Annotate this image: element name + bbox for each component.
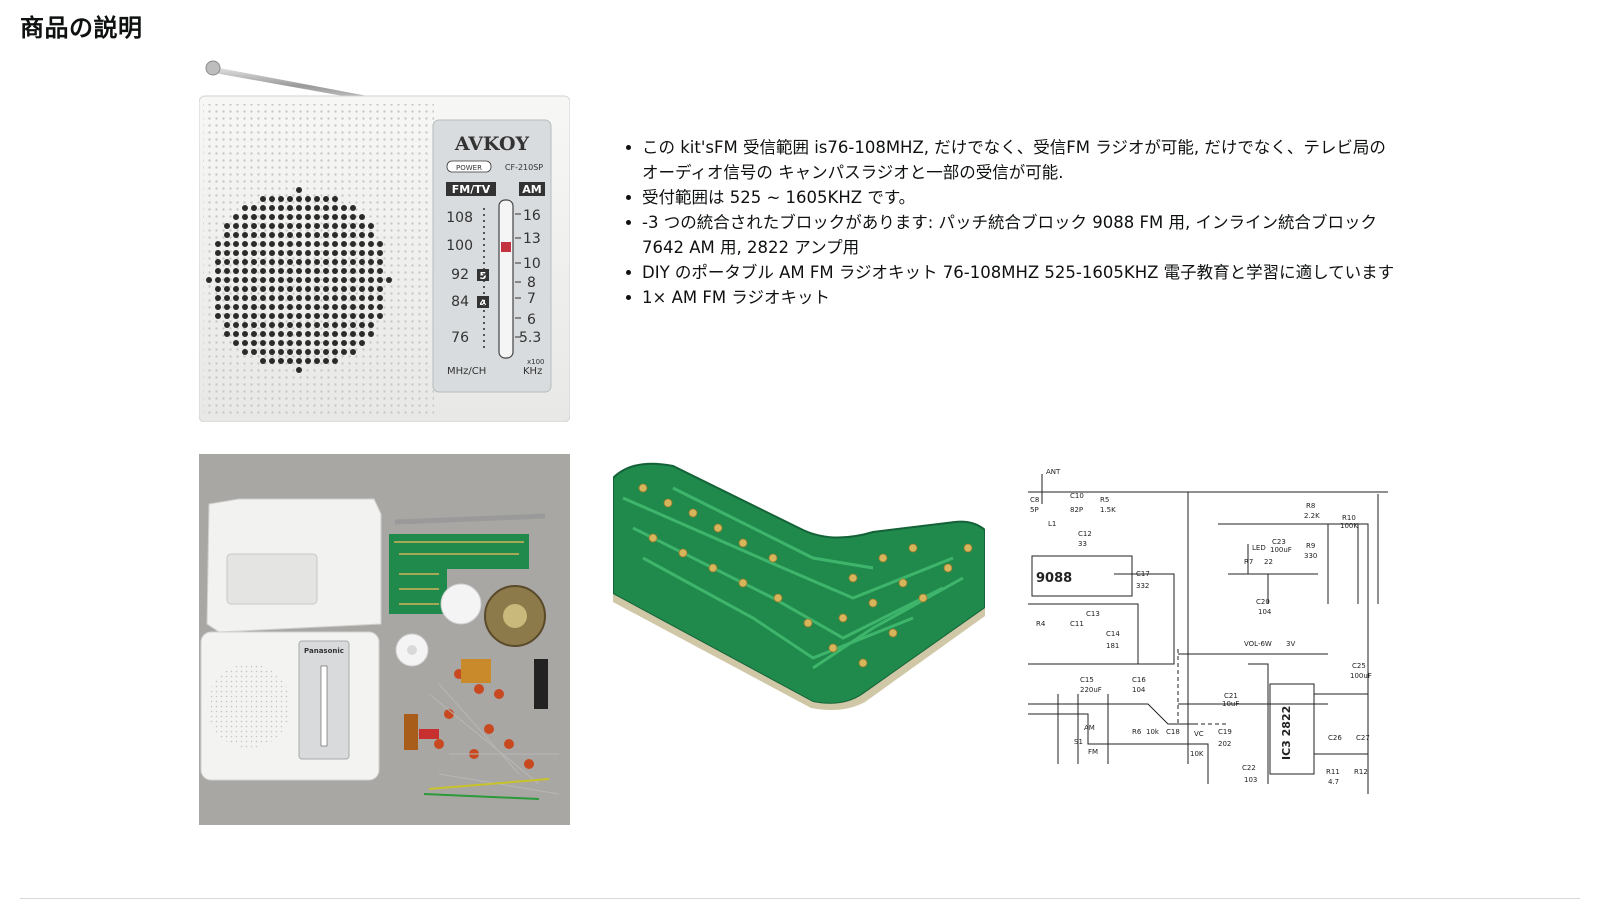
svg-text:22: 22 [1264,558,1273,566]
svg-text:C18: C18 [1166,728,1180,736]
svg-text:L1: L1 [1048,520,1056,528]
svg-text:6: 6 [527,312,536,328]
svg-text:10k: 10k [1146,728,1160,736]
circuit-schematic-image: ANT C8 C10 R5 1.5K 5P 82P L1 C12 33 9088… [1028,464,1400,804]
svg-text:R5: R5 [1100,496,1109,504]
svg-text:KHz: KHz [523,366,542,377]
svg-text:100uF: 100uF [1350,672,1372,680]
svg-text:MHz/CH: MHz/CH [447,366,486,377]
svg-text:C10: C10 [1070,492,1084,500]
svg-text:VC: VC [1194,730,1204,738]
bullet-item: 受付範囲は 525 ~ 1605KHZ です。 [626,185,1402,210]
svg-text:R9: R9 [1306,542,1315,550]
svg-text:104: 104 [1258,608,1272,616]
svg-text:10: 10 [523,256,541,272]
bullet-item: 1× AM FM ラジオキット [626,285,1402,310]
svg-text:104: 104 [1132,686,1146,694]
svg-text:202: 202 [1218,740,1231,748]
svg-text:AM: AM [1084,724,1095,732]
svg-text:R8: R8 [1306,502,1315,510]
svg-text:8: 8 [527,275,536,291]
svg-text:5P: 5P [1030,506,1039,514]
svg-text:C26: C26 [1328,734,1342,742]
svg-text:R10: R10 [1342,514,1356,522]
svg-text:5: 5 [480,271,487,282]
bullet-item: この kit'sFM 受信範囲 is76-108MHZ, だけでなく、受信FM … [626,135,1402,185]
svg-text:13: 13 [523,231,541,247]
svg-text:4.7: 4.7 [1328,778,1339,786]
svg-text:330: 330 [1304,552,1317,560]
svg-text:Panasonic: Panasonic [304,647,344,655]
svg-text:C16: C16 [1132,676,1146,684]
svg-text:S1: S1 [1074,738,1083,746]
svg-text:5.3: 5.3 [519,330,541,346]
svg-text:C23: C23 [1272,538,1286,546]
bullet-item: DIY のポータブル AM FM ラジオキット 76-108MHZ 525-16… [626,260,1402,285]
svg-text:1.5K: 1.5K [1100,506,1116,514]
feature-bullet-list: この kit'sFM 受信範囲 is76-108MHZ, だけでなく、受信FM … [626,135,1402,310]
svg-text:84: 84 [451,294,469,310]
svg-text:C14: C14 [1106,630,1120,638]
svg-text:220uF: 220uF [1080,686,1102,694]
svg-text:92: 92 [451,267,469,283]
svg-text:C17: C17 [1136,570,1150,578]
svg-text:181: 181 [1106,642,1119,650]
section-title: 商品の説明 [20,14,143,42]
svg-text:33: 33 [1078,540,1087,548]
bullet-item: -3 つの統合されたブロックがあります: パッチ統合ブロック 9088 FM 用… [626,210,1402,260]
svg-text:IC3 2822: IC3 2822 [1280,706,1293,760]
svg-text:FM: FM [1088,748,1098,756]
svg-text:C27: C27 [1356,734,1370,742]
svg-text:108: 108 [446,210,473,226]
svg-text:4: 4 [480,298,487,309]
svg-text:100uF: 100uF [1270,546,1292,554]
svg-text:R7: R7 [1244,558,1253,566]
svg-text:C13: C13 [1086,610,1100,618]
kit-contents-image: Panasonic [199,454,570,825]
svg-text:R12: R12 [1354,768,1368,776]
svg-text:R6: R6 [1132,728,1142,736]
svg-text:100: 100 [446,238,473,254]
svg-text:10K: 10K [1190,750,1204,758]
svg-text:LED: LED [1252,544,1266,552]
svg-text:FM/TV: FM/TV [452,183,491,196]
svg-text:C12: C12 [1078,530,1092,538]
svg-text:ANT: ANT [1046,468,1061,476]
svg-text:2.2K: 2.2K [1304,512,1320,520]
svg-text:x100: x100 [527,358,545,366]
svg-text:POWER: POWER [456,164,482,172]
speaker-grille [206,187,392,373]
radio-front-image: AVKOY POWER CF-210SP FM/TV AM 108 100 92… [199,52,570,422]
svg-text:82P: 82P [1070,506,1083,514]
svg-text:VOL-6W: VOL-6W [1244,640,1272,648]
schematic-labels: ANT C8 C10 R5 1.5K 5P 82P L1 C12 33 9088… [1030,468,1372,786]
svg-text:103: 103 [1244,776,1257,784]
svg-text:R4: R4 [1036,620,1046,628]
pcb-board-image [613,458,985,713]
svg-text:C22: C22 [1242,764,1256,772]
svg-text:76: 76 [451,330,469,346]
svg-text:C19: C19 [1218,728,1232,736]
svg-text:10uF: 10uF [1222,700,1239,708]
brand-label: AVKOY [454,133,530,155]
svg-text:9088: 9088 [1036,571,1072,586]
svg-text:AM: AM [522,183,541,196]
svg-text:C8: C8 [1030,496,1039,504]
svg-text:16: 16 [523,208,541,224]
svg-text:C21: C21 [1224,692,1238,700]
svg-text:7: 7 [527,291,536,307]
svg-text:332: 332 [1136,582,1149,590]
svg-text:C11: C11 [1070,620,1084,628]
svg-text:R11: R11 [1326,768,1340,776]
svg-text:3V: 3V [1286,640,1295,648]
dial-panel: AVKOY POWER CF-210SP FM/TV AM 108 100 92… [432,119,552,393]
section-divider [20,898,1580,899]
svg-text:100K: 100K [1340,522,1358,530]
svg-text:C15: C15 [1080,676,1094,684]
svg-text:C25: C25 [1352,662,1366,670]
svg-text:CF-210SP: CF-210SP [505,163,543,172]
svg-text:C20: C20 [1256,598,1270,606]
